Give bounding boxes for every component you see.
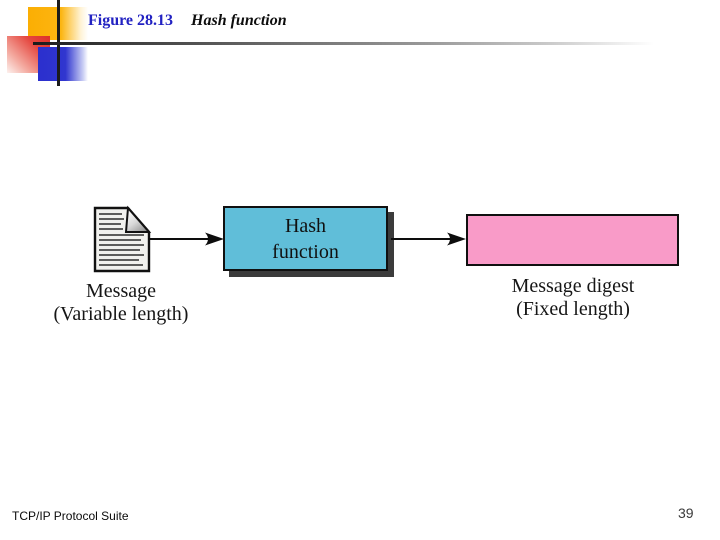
digest-label-line2: (Fixed length) bbox=[516, 298, 630, 320]
header-divider-line bbox=[33, 42, 673, 45]
figure-title-text: Hash function bbox=[191, 12, 287, 29]
hash-box-label-line2: function bbox=[272, 240, 339, 263]
hash-box-label-line1: Hash bbox=[284, 214, 327, 237]
arrow-hash-to-digest-icon bbox=[391, 232, 466, 246]
page-number: 39 bbox=[678, 505, 694, 521]
figure-number-label: Figure 28.13 bbox=[88, 12, 174, 29]
message-label: Message (Variable length) bbox=[21, 280, 221, 326]
message-document-icon bbox=[93, 205, 152, 273]
message-digest-label: Message digest (Fixed length) bbox=[472, 275, 674, 321]
hash-function-box: Hash function bbox=[223, 206, 388, 271]
message-label-line1: Message bbox=[86, 280, 156, 302]
slide-title: Figure 28.13 Hash function bbox=[88, 12, 287, 30]
message-digest-box bbox=[466, 214, 679, 266]
corner-blue-square bbox=[38, 47, 88, 81]
message-label-line2: (Variable length) bbox=[53, 303, 189, 325]
digest-label-line1: Message digest bbox=[511, 275, 635, 297]
footer-book-title: TCP/IP Protocol Suite bbox=[12, 509, 129, 523]
arrow-message-to-hash-icon bbox=[148, 232, 224, 246]
